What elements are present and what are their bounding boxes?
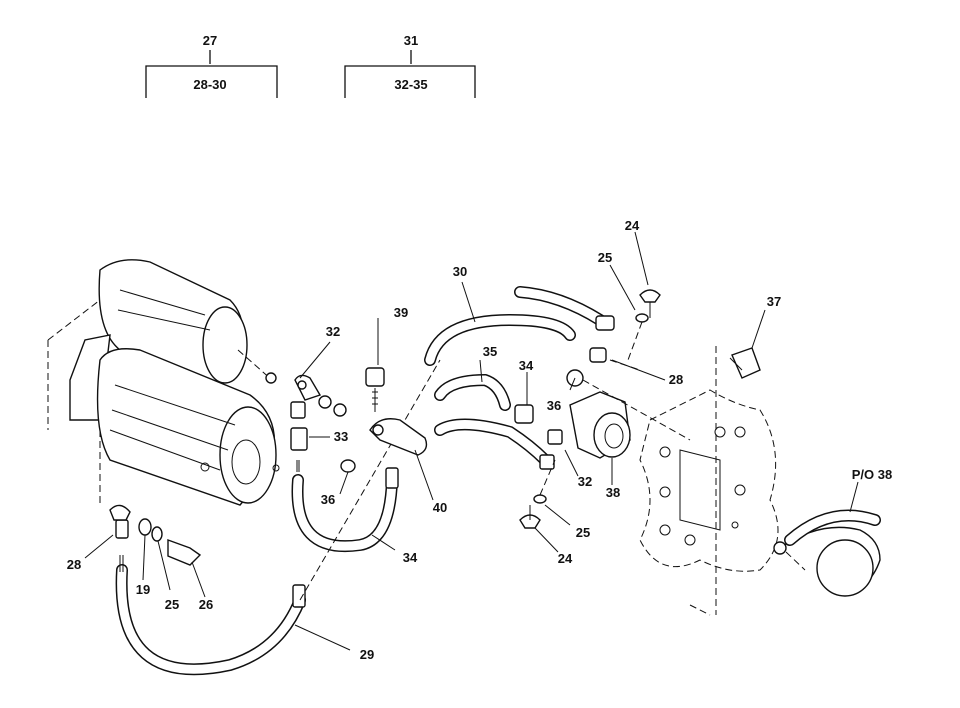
callout: 40 <box>433 500 447 515</box>
callout: 37 <box>767 294 781 309</box>
hardware-lower <box>138 518 202 566</box>
callout: 32 <box>326 324 340 339</box>
callout: 32 <box>578 474 592 489</box>
callout: 30 <box>453 264 467 279</box>
callout: 26 <box>199 597 213 612</box>
callout: 34 <box>403 550 418 565</box>
group-number: 31 <box>404 33 418 48</box>
callout: 24 <box>558 551 573 566</box>
cables-upper <box>424 286 641 470</box>
hardware-upper <box>265 372 347 472</box>
callout: 24 <box>625 218 640 233</box>
cable-29 <box>109 504 306 676</box>
receptacle-38 <box>566 369 691 459</box>
callout: 35 <box>483 344 497 359</box>
cap-po-38 <box>773 509 881 597</box>
callout: 25 <box>598 250 612 265</box>
group-range: 32-35 <box>394 77 427 92</box>
group-number: 27 <box>203 33 217 48</box>
screws-24-25 <box>519 289 661 529</box>
cable-34 <box>291 359 441 601</box>
callout: 34 <box>519 358 534 373</box>
callout: 28 <box>67 557 81 572</box>
group-bracket-27: 27 28-30 <box>145 33 278 98</box>
callout: 39 <box>394 305 408 320</box>
group-bracket-31: 31 32-35 <box>344 33 476 98</box>
callout: 28 <box>669 372 683 387</box>
callout: 36 <box>547 398 561 413</box>
callout: 38 <box>606 485 620 500</box>
starter-motor <box>47 259 280 506</box>
callout: 33 <box>334 429 348 444</box>
callout: 36 <box>321 492 335 507</box>
callout-labels: 24 25 37 30 39 32 35 34 36 28 33 36 40 3… <box>67 218 892 662</box>
callout: 19 <box>136 582 150 597</box>
leader-lines <box>84 231 859 651</box>
mounting-plate <box>639 346 779 616</box>
group-range: 28-30 <box>193 77 226 92</box>
callout: 25 <box>165 597 179 612</box>
clamp-40 <box>340 367 428 473</box>
callout: 29 <box>360 647 374 662</box>
callout: P/O 38 <box>852 467 892 482</box>
callout: 25 <box>576 525 590 540</box>
